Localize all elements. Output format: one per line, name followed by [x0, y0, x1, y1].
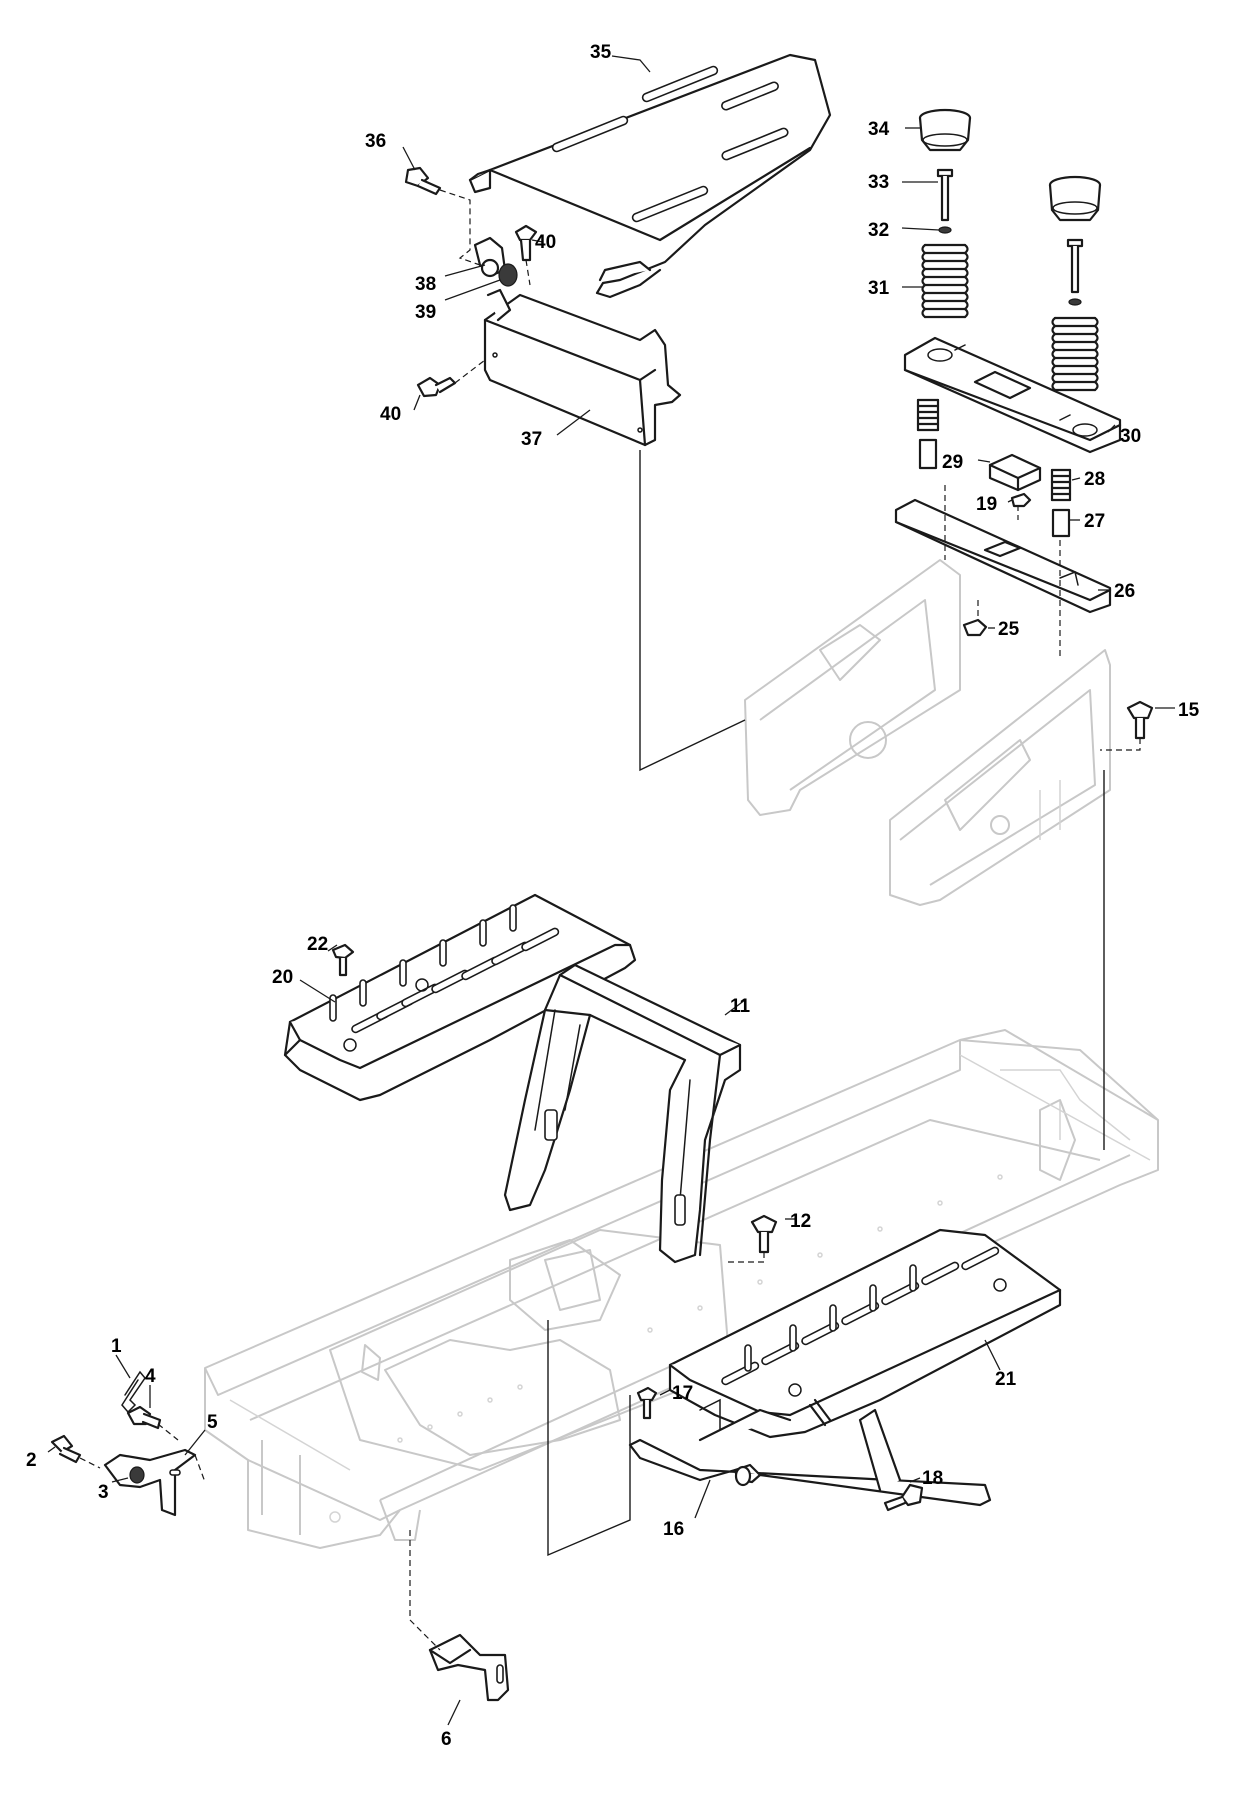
bolt-36: [404, 166, 442, 196]
callout-5: 5: [207, 1412, 218, 1433]
callout-6: 6: [441, 1729, 452, 1750]
bolt-33: [936, 168, 954, 222]
pin-2: [50, 1434, 82, 1464]
callout-11: 11: [730, 996, 751, 1017]
roll-frame-11: [503, 963, 742, 1264]
spring-28: [1050, 468, 1072, 502]
bolt-40-top: [514, 224, 538, 262]
callout-12: 12: [790, 1211, 811, 1232]
seat-pan: [468, 53, 832, 299]
screw-22: [331, 943, 355, 977]
callout-3: 3: [98, 1482, 109, 1503]
seat-support-plates-ghost: [744, 559, 1111, 906]
callout-18: 18: [922, 1468, 943, 1489]
leader-lines: [47, 55, 1175, 1726]
bolt-right: [1066, 238, 1084, 294]
callout-2: 2: [26, 1450, 37, 1471]
spring-cap-right: [1048, 175, 1102, 222]
callout-38: 38: [415, 274, 436, 295]
callout-40-side: 40: [380, 404, 401, 425]
spring-right: [1051, 316, 1099, 392]
callout-30: 30: [1120, 426, 1141, 447]
callout-27: 27: [1084, 511, 1105, 532]
callout-15: 15: [1178, 700, 1200, 721]
callout-26: 26: [1114, 581, 1135, 602]
callout-34: 34: [868, 119, 890, 140]
callout-28: 28: [1084, 469, 1105, 490]
alignment-lines-left: [79, 1423, 206, 1483]
nut-25: [962, 618, 988, 637]
callout-35: 35: [590, 42, 612, 63]
bolt-12: [750, 1214, 778, 1254]
callout-20: 20: [272, 967, 293, 988]
foot-plate-20: [283, 893, 637, 1102]
callout-29: 29: [942, 452, 963, 473]
bracket-3-5: [103, 1448, 197, 1517]
callout-40-top: 40: [535, 232, 556, 253]
alignment-line-12: [725, 1252, 765, 1263]
alignment-line-6: [409, 1530, 441, 1651]
cross-bar-30: [903, 336, 1122, 454]
callout-labels: 35 36 40 38 39 40 37 34 33 32 31 30 29 1…: [26, 42, 1200, 1750]
callout-33: 33: [868, 172, 889, 193]
bolt-15: [1126, 700, 1154, 740]
switch-29: [988, 453, 1042, 492]
bolt-4: [126, 1405, 162, 1430]
callout-19: 19: [976, 494, 997, 515]
callout-4: 4: [145, 1366, 156, 1387]
stabiliser-bar-16: [628, 1398, 992, 1507]
seat-rail-26: [894, 498, 1112, 614]
callout-25: 25: [998, 619, 1020, 640]
bracket-6: [428, 1633, 510, 1702]
foot-plate-21: [668, 1228, 1062, 1439]
bolt-40-side: [416, 376, 457, 398]
callout-32: 32: [868, 220, 889, 241]
hair-pin-clip-1: [121, 1370, 146, 1414]
alignment-lines-seat: [439, 189, 531, 384]
seat-bracket: [473, 236, 682, 447]
callout-22: 22: [307, 934, 328, 955]
pin-27: [1051, 508, 1071, 538]
bolt-18: [883, 1483, 924, 1512]
o-ring-32: [938, 226, 952, 234]
pin-left: [918, 438, 938, 470]
spring-31: [921, 243, 969, 319]
spring-cap-34: [918, 108, 972, 152]
nut-19: [1010, 492, 1032, 508]
o-ring-right: [1068, 298, 1082, 306]
small-spring-left: [916, 398, 940, 432]
callout-39: 39: [415, 302, 436, 323]
callout-1: 1: [111, 1336, 122, 1357]
callout-21: 21: [995, 1369, 1017, 1390]
assembly-connector-lines: [547, 450, 1105, 1557]
callout-16: 16: [663, 1519, 684, 1540]
screw-17: [636, 1386, 658, 1420]
alignment-lines-right: [944, 485, 1141, 751]
callout-17: 17: [672, 1383, 693, 1404]
callout-31: 31: [868, 278, 890, 299]
callout-36: 36: [365, 131, 386, 152]
callout-37: 37: [521, 429, 542, 450]
